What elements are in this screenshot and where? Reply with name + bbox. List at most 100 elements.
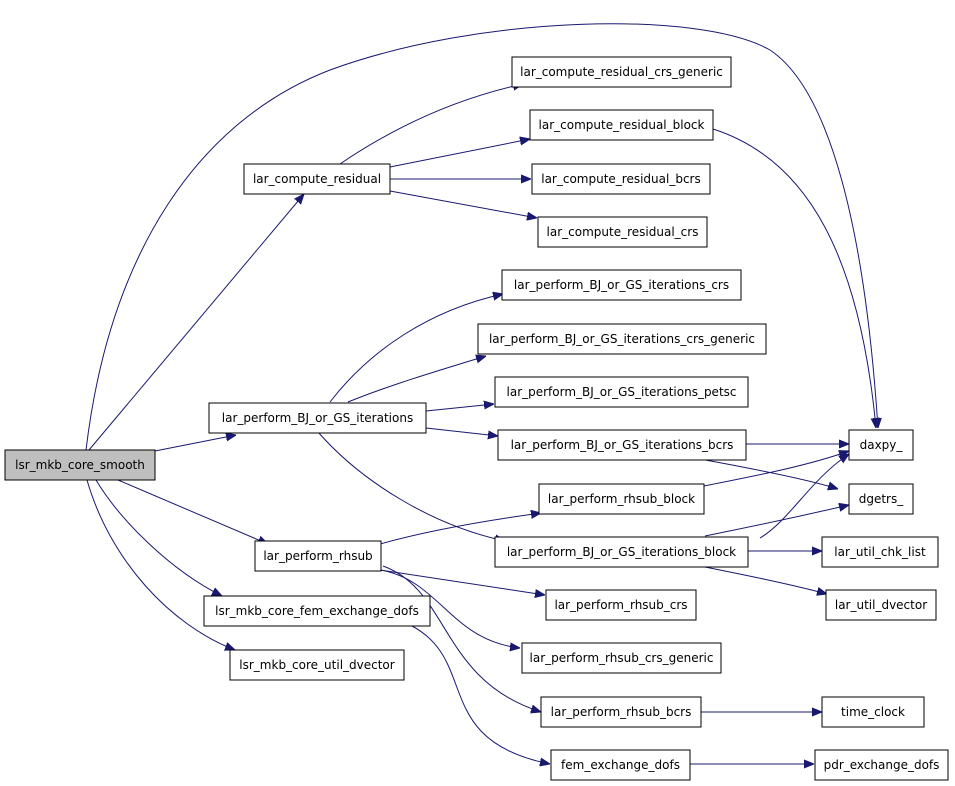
node-daxpy[interactable]: daxpy_ bbox=[848, 429, 914, 461]
edge-bjgs-to-petsc bbox=[425, 404, 494, 412]
node-label-lsr-mkb-core-util-dvector: lsr_mkb_core_util_dvector bbox=[239, 658, 394, 672]
node-fem-exchange-dofs[interactable]: fem_exchange_dofs bbox=[550, 749, 691, 781]
node-label-lar-perform-rhsub-block: lar_perform_rhsub_block bbox=[548, 492, 695, 506]
node-time-clock[interactable]: time_clock bbox=[821, 696, 925, 728]
edge-rhsub-to-rhsub-block bbox=[379, 513, 541, 545]
node-label-lar-compute-residual-crs: lar_compute_residual_crs bbox=[547, 225, 699, 239]
node-lsr-mkb-core-util-dvector[interactable]: lsr_mkb_core_util_dvector bbox=[229, 649, 405, 681]
edge-bjgs-to-bcrs bbox=[425, 427, 498, 436]
edge-smooth-to-util-dvector bbox=[86, 479, 235, 650]
node-lar-util-dvector[interactable]: lar_util_dvector bbox=[825, 589, 937, 621]
node-lar-perform-rhsub-crs[interactable]: lar_perform_rhsub_crs bbox=[545, 589, 697, 621]
node-lar-perform-bj-or-gs-iterations-block[interactable]: lar_perform_BJ_or_GS_iterations_block bbox=[494, 536, 749, 568]
node-label-lar-perform-rhsub: lar_perform_rhsub bbox=[263, 549, 372, 563]
edge-bjgs-to-crs-generic bbox=[347, 356, 486, 403]
edge-block-to-daxpy bbox=[712, 128, 876, 428]
edge-bjgs-block-to-dgetrs bbox=[704, 505, 849, 537]
edge-compute-residual-to-crs-generic bbox=[339, 84, 523, 165]
node-label-pdr-exchange-dofs: pdr_exchange_dofs bbox=[824, 758, 940, 772]
node-lar-compute-residual-crs[interactable]: lar_compute_residual_crs bbox=[537, 216, 708, 248]
edge-smooth-to-compute-residual bbox=[88, 194, 304, 451]
node-lsr-mkb-core-smooth[interactable]: lsr_mkb_core_smooth bbox=[4, 449, 156, 481]
node-label-lar-compute-residual: lar_compute_residual bbox=[253, 172, 381, 186]
node-label-lar-compute-residual-block: lar_compute_residual_block bbox=[539, 118, 705, 132]
node-box-lar-perform-bj-or-gs-iterations-crs bbox=[501, 269, 742, 301]
node-box-lsr-mkb-core-util-dvector bbox=[229, 649, 405, 681]
node-label-lar-perform-bj-or-gs-iterations-bcrs: lar_perform_BJ_or_GS_iterations_bcrs bbox=[511, 438, 734, 452]
node-label-lar-perform-rhsub-crs-generic: lar_perform_rhsub_crs_generic bbox=[530, 651, 714, 665]
edge-compute-residual-to-block bbox=[389, 139, 530, 168]
edge-rhsub-block-to-daxpy bbox=[703, 451, 849, 487]
node-box-lar-perform-bj-or-gs-iterations bbox=[208, 402, 427, 434]
node-box-lar-perform-rhsub-block bbox=[538, 483, 705, 515]
node-lar-perform-bj-or-gs-iterations-crs-generic[interactable]: lar_perform_BJ_or_GS_iterations_crs_gene… bbox=[477, 323, 767, 355]
node-label-lar-perform-rhsub-bcrs: lar_perform_rhsub_bcrs bbox=[551, 705, 692, 719]
node-box-lar-compute-residual bbox=[243, 163, 391, 195]
node-label-lar-perform-bj-or-gs-iterations: lar_perform_BJ_or_GS_iterations bbox=[222, 411, 413, 425]
node-box-dgetrs bbox=[848, 483, 914, 515]
node-label-lsr-mkb-core-smooth: lsr_mkb_core_smooth bbox=[15, 458, 145, 472]
node-label-lar-perform-bj-or-gs-iterations-petsc: lar_perform_BJ_or_GS_iterations_petsc bbox=[507, 385, 737, 399]
node-dgetrs[interactable]: dgetrs_ bbox=[848, 483, 914, 515]
node-box-lar-perform-bj-or-gs-iterations-crs-generic bbox=[477, 323, 767, 355]
node-lar-compute-residual-block[interactable]: lar_compute_residual_block bbox=[529, 109, 714, 141]
node-box-lar-perform-rhsub bbox=[254, 540, 382, 572]
node-label-lar-compute-residual-bcrs: lar_compute_residual_bcrs bbox=[541, 172, 701, 186]
node-lar-perform-rhsub-block[interactable]: lar_perform_rhsub_block bbox=[538, 483, 705, 515]
edge-rhsub-to-rhsub-crs-generic bbox=[379, 569, 520, 648]
edge-fem-exchange-to-fem-exchange-dofs bbox=[409, 624, 550, 764]
edge-rhsub-to-rhsub-bcrs bbox=[382, 565, 541, 712]
edge-compute-residual-to-crs bbox=[389, 190, 537, 218]
node-lar-compute-residual-crs-generic[interactable]: lar_compute_residual_crs_generic bbox=[511, 56, 732, 88]
node-label-lar-compute-residual-crs-generic: lar_compute_residual_crs_generic bbox=[520, 65, 723, 79]
node-box-lar-compute-residual-crs-generic bbox=[511, 56, 732, 88]
node-label-lar-util-chk-list: lar_util_chk_list bbox=[834, 545, 926, 559]
node-lar-perform-bj-or-gs-iterations-petsc[interactable]: lar_perform_BJ_or_GS_iterations_petsc bbox=[494, 376, 749, 408]
node-lar-compute-residual[interactable]: lar_compute_residual bbox=[243, 163, 391, 195]
node-box-lar-perform-rhsub-crs bbox=[545, 589, 697, 621]
edge-bjgs-to-block bbox=[317, 431, 505, 541]
edge-smooth-to-daxpy bbox=[85, 23, 878, 451]
node-box-lar-perform-bj-or-gs-iterations-block bbox=[494, 536, 749, 568]
node-lar-perform-bj-or-gs-iterations-crs[interactable]: lar_perform_BJ_or_GS_iterations_crs bbox=[501, 269, 742, 301]
node-lar-perform-bj-or-gs-iterations-bcrs[interactable]: lar_perform_BJ_or_GS_iterations_bcrs bbox=[497, 429, 747, 461]
node-box-fem-exchange-dofs bbox=[550, 749, 691, 781]
node-label-time-clock: time_clock bbox=[841, 705, 905, 719]
node-lar-perform-rhsub-bcrs[interactable]: lar_perform_rhsub_bcrs bbox=[540, 696, 702, 728]
node-box-lar-compute-residual-block bbox=[529, 109, 714, 141]
node-box-time-clock bbox=[821, 696, 925, 728]
node-label-lar-util-dvector: lar_util_dvector bbox=[835, 598, 927, 612]
node-lar-perform-bj-or-gs-iterations[interactable]: lar_perform_BJ_or_GS_iterations bbox=[208, 402, 427, 434]
edges bbox=[85, 23, 878, 764]
nodes: lsr_mkb_core_smoothlar_compute_residuall… bbox=[4, 56, 949, 781]
node-lsr-mkb-core-fem-exchange-dofs[interactable]: lsr_mkb_core_fem_exchange_dofs bbox=[203, 595, 431, 627]
edge-bjgs-to-crs bbox=[329, 294, 503, 403]
node-box-lar-compute-residual-crs bbox=[537, 216, 708, 248]
node-lar-perform-rhsub[interactable]: lar_perform_rhsub bbox=[254, 540, 382, 572]
edge-bjgs-block-to-daxpy bbox=[759, 454, 849, 539]
node-label-lar-perform-bj-or-gs-iterations-crs-generic: lar_perform_BJ_or_GS_iterations_crs_gene… bbox=[489, 332, 755, 346]
node-box-lar-compute-residual-bcrs bbox=[531, 163, 711, 195]
node-box-lsr-mkb-core-smooth bbox=[4, 449, 156, 481]
edge-smooth-to-fem-exchange bbox=[95, 479, 222, 596]
node-box-lsr-mkb-core-fem-exchange-dofs bbox=[203, 595, 431, 627]
node-pdr-exchange-dofs[interactable]: pdr_exchange_dofs bbox=[814, 749, 949, 781]
node-lar-perform-rhsub-crs-generic[interactable]: lar_perform_rhsub_crs_generic bbox=[521, 642, 722, 674]
node-label-daxpy: daxpy_ bbox=[860, 438, 904, 452]
edge-smooth-to-perform-rhsub bbox=[117, 479, 268, 544]
node-label-lsr-mkb-core-fem-exchange-dofs: lsr_mkb_core_fem_exchange_dofs bbox=[215, 604, 419, 618]
node-label-dgetrs: dgetrs_ bbox=[859, 492, 905, 506]
node-box-lar-perform-rhsub-crs-generic bbox=[521, 642, 722, 674]
node-box-lar-util-chk-list bbox=[821, 536, 939, 568]
node-label-lar-perform-bj-or-gs-iterations-block: lar_perform_BJ_or_GS_iterations_block bbox=[507, 545, 736, 559]
node-lar-compute-residual-bcrs[interactable]: lar_compute_residual_bcrs bbox=[531, 163, 711, 195]
edge-bjgs-block-to-util-dvector bbox=[699, 565, 827, 594]
node-box-daxpy bbox=[848, 429, 914, 461]
edge-smooth-to-perform-bj-gs bbox=[154, 435, 236, 452]
node-box-pdr-exchange-dofs bbox=[814, 749, 949, 781]
edge-bjgs-bcrs-to-dgetrs bbox=[699, 458, 838, 489]
node-label-lar-perform-rhsub-crs: lar_perform_rhsub_crs bbox=[554, 598, 687, 612]
node-box-lar-util-dvector bbox=[825, 589, 937, 621]
edge-rhsub-to-rhsub-crs bbox=[379, 569, 545, 595]
node-lar-util-chk-list[interactable]: lar_util_chk_list bbox=[821, 536, 939, 568]
